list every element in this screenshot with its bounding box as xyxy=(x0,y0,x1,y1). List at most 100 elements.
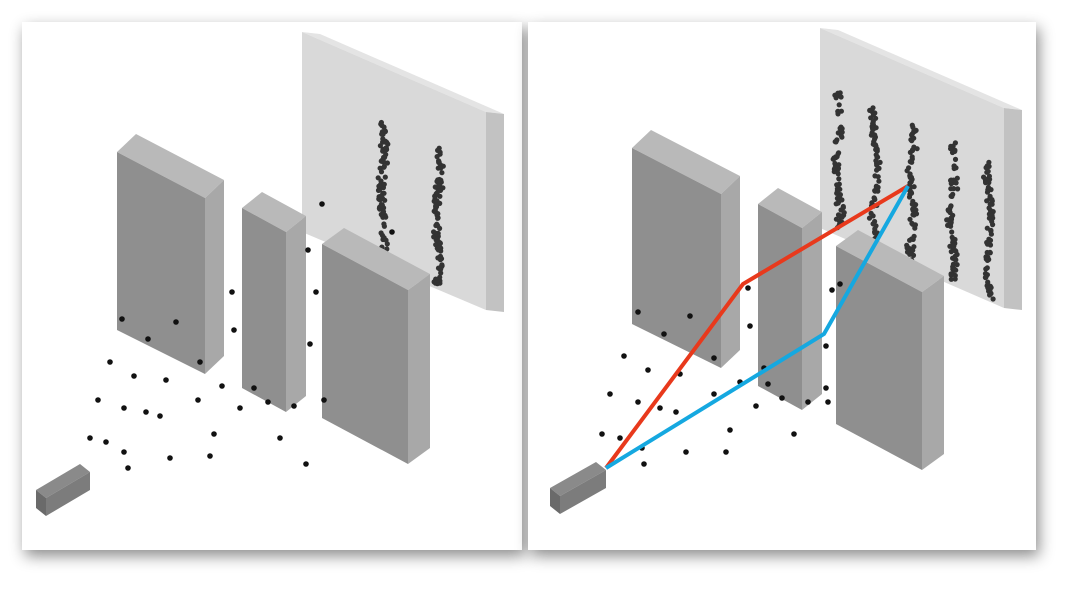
screen-particle xyxy=(948,271,954,277)
screen-particle xyxy=(987,292,993,298)
screen-particle xyxy=(951,163,957,169)
screen-particle xyxy=(908,174,914,180)
screen-particle xyxy=(438,265,444,271)
slab-front-face xyxy=(322,244,408,464)
screen-particle xyxy=(951,267,958,273)
source-top-face xyxy=(550,462,606,496)
screen-particle xyxy=(907,216,913,222)
particle xyxy=(753,403,759,409)
particle xyxy=(121,449,127,455)
screen-top-face xyxy=(820,28,1022,110)
screen-particle xyxy=(381,164,387,170)
slab-side-face xyxy=(286,216,306,412)
screen-particle xyxy=(947,209,953,216)
screen-particle xyxy=(988,231,994,237)
screen-particle xyxy=(437,225,443,231)
particle xyxy=(829,287,835,293)
screen-particle xyxy=(439,170,445,176)
screen-particle xyxy=(985,285,991,291)
screen-particle xyxy=(378,193,384,199)
barrier-slab-middle xyxy=(242,192,306,412)
screen-particle xyxy=(870,112,877,118)
screen-particle xyxy=(435,211,441,217)
screen-particle xyxy=(988,227,994,233)
particle xyxy=(621,353,627,359)
particle xyxy=(167,455,173,461)
screen-particle xyxy=(985,184,991,190)
screen-particle xyxy=(836,176,842,182)
slab-front-face xyxy=(632,148,721,368)
screen-particle xyxy=(990,296,996,302)
particle xyxy=(711,391,717,397)
particle xyxy=(683,449,689,455)
screen-particle xyxy=(987,237,994,243)
slab-side-face xyxy=(721,176,740,368)
particle xyxy=(321,397,327,403)
screen-particle xyxy=(435,255,441,261)
screen-particle xyxy=(831,156,837,162)
particle xyxy=(599,431,605,437)
screen-particle xyxy=(385,141,391,147)
screen-particle xyxy=(989,218,995,225)
screen-particle xyxy=(950,261,956,267)
particle xyxy=(313,289,319,295)
left-diagram-canvas xyxy=(36,32,504,516)
particle xyxy=(307,341,313,347)
particle xyxy=(657,405,663,411)
screen-particle xyxy=(982,274,988,281)
screen-particle xyxy=(876,178,882,184)
particle xyxy=(145,336,151,342)
screen-particle xyxy=(947,243,953,249)
particle xyxy=(229,289,235,295)
screen-particle xyxy=(987,249,993,255)
particle xyxy=(765,381,771,387)
right-diagram-canvas xyxy=(550,28,1022,514)
screen-particle xyxy=(377,143,383,149)
screen-particle xyxy=(988,196,994,203)
screen-particle xyxy=(378,121,384,127)
source-front-face xyxy=(36,490,46,516)
slab-side-face xyxy=(922,276,944,470)
particle xyxy=(711,355,717,361)
screen-particle xyxy=(376,183,382,189)
slab-side-face xyxy=(205,180,224,374)
screen-particle xyxy=(875,188,881,194)
screen-particle xyxy=(872,142,878,148)
screen-particle xyxy=(955,186,961,192)
particle xyxy=(823,343,829,349)
screen-side-face xyxy=(1004,108,1022,310)
screen-particle xyxy=(876,165,882,171)
screen-particle xyxy=(380,159,386,165)
particle xyxy=(389,229,395,235)
screen-particle xyxy=(839,197,845,203)
screen-side-face xyxy=(486,112,504,312)
screen-particle xyxy=(949,229,955,235)
screen-particle xyxy=(434,154,440,160)
screen-particle xyxy=(872,230,878,236)
particle xyxy=(687,313,693,319)
screen-particle xyxy=(904,249,911,255)
source-front-face xyxy=(550,488,560,514)
particle xyxy=(103,439,109,445)
screen-particle xyxy=(984,265,990,271)
screen-particle xyxy=(952,156,959,162)
screen-pattern xyxy=(830,90,996,302)
screen-particle xyxy=(832,139,838,145)
particle xyxy=(95,397,101,403)
screen-particle xyxy=(832,165,838,171)
screen-particle xyxy=(841,210,847,216)
screen-particle xyxy=(907,237,913,243)
slab-top-face xyxy=(322,228,430,290)
source-side-face xyxy=(560,470,606,514)
screen-particle xyxy=(839,214,845,220)
particle-stream xyxy=(599,281,843,467)
screen-particle xyxy=(877,159,883,165)
path-upper-slit-red xyxy=(604,184,910,470)
particle xyxy=(727,427,733,433)
screen-particle xyxy=(983,256,989,262)
slab-side-face xyxy=(408,274,430,464)
screen-particle xyxy=(382,174,388,180)
particle xyxy=(237,405,243,411)
slab-top-face xyxy=(242,192,306,232)
particle xyxy=(673,409,679,415)
